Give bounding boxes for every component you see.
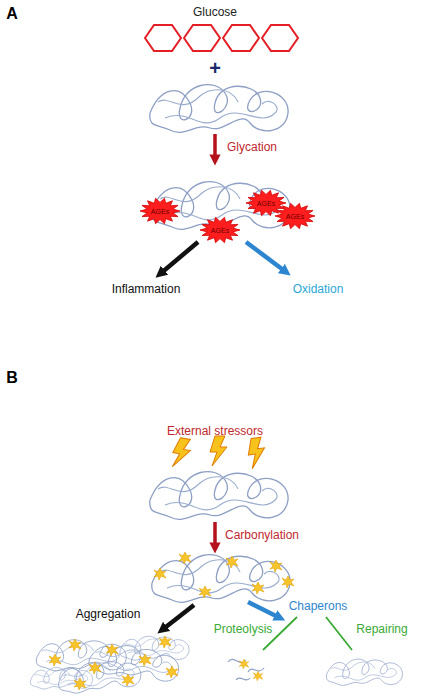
- carbonyl-spot: [139, 654, 151, 666]
- protein-aggregate: [30, 636, 189, 695]
- carbonyl-spot: [226, 556, 238, 568]
- carbonyl-spot: [106, 644, 118, 656]
- carbonyl-spot: [49, 654, 61, 666]
- starburst-shape: [275, 203, 315, 228]
- carbonyl-spot: [282, 576, 294, 588]
- chaperone-arrow: [248, 602, 280, 618]
- stressor-bolt: [210, 436, 227, 466]
- carbonyl-spots: [154, 552, 294, 598]
- process-label: Glycation: [227, 141, 277, 154]
- outcome-label: Inflammation: [112, 283, 181, 296]
- glycation-arrow: [213, 134, 217, 160]
- carbonyl-spot: [74, 678, 86, 690]
- carbonylated-protein: [152, 555, 290, 603]
- carbonyl-spot: [166, 666, 178, 678]
- aggregated-protein: [120, 636, 189, 660]
- molecule-label: Glucose: [193, 6, 237, 19]
- inflammation-arrow: [160, 242, 198, 274]
- ages-label: AGEs: [140, 198, 180, 224]
- ages-burst: AGEs: [200, 217, 240, 243]
- peptide-fragment: [236, 678, 250, 680]
- ages-label: AGEs: [275, 203, 315, 229]
- carbonyl-spot: [253, 671, 263, 681]
- carbonyl-spot: [69, 639, 81, 651]
- peptide-fragments: [228, 659, 264, 681]
- aggregated-protein: [57, 658, 143, 695]
- process-label: Carbonylation: [225, 529, 299, 542]
- outcome-label: Oxidation: [293, 283, 344, 296]
- carbonyl-spot: [159, 636, 171, 648]
- ages-burst: AGEs: [140, 198, 180, 224]
- carbonyl-spot: [252, 582, 264, 594]
- ages-burst: AGEs: [275, 203, 315, 229]
- glucose-hexagon: [223, 25, 259, 51]
- repaired-protein: [326, 659, 402, 685]
- native-protein: [150, 472, 288, 520]
- glucose-hexagons: [145, 25, 298, 51]
- outcome-label: Chaperons: [289, 600, 348, 613]
- starburst-shape: [200, 217, 240, 242]
- carbonyl-spot: [239, 659, 249, 669]
- aggregation-arrow: [162, 605, 194, 630]
- carbonyl-spot: [270, 560, 282, 572]
- stressor-bolt: [246, 437, 267, 469]
- outcome-label: Repairing: [356, 623, 407, 636]
- carbonyl-spot: [199, 586, 211, 598]
- stressor-bolt: [170, 437, 192, 469]
- carbonyl-spot: [89, 662, 101, 674]
- glucose-hexagon: [145, 25, 181, 51]
- peptide-fragment: [248, 668, 264, 672]
- native-protein: [150, 85, 288, 133]
- outcome-label: Proteolysis: [214, 623, 273, 636]
- glucose-hexagon: [184, 25, 220, 51]
- carbonyl-spot: [122, 674, 134, 686]
- repairing-line: [326, 617, 352, 650]
- carbonyl-spot: [179, 552, 191, 564]
- panel-letter: B: [6, 369, 18, 387]
- plus-sign: +: [209, 57, 221, 79]
- outcome-label: Aggregation: [76, 608, 141, 621]
- glucose-hexagon: [262, 25, 298, 51]
- ages-label: AGEs: [200, 217, 240, 243]
- stressor-label: External stressors: [167, 425, 263, 438]
- carbonyl-spot: [154, 568, 166, 580]
- oxidation-arrow: [246, 242, 286, 272]
- starburst-shape: [140, 198, 180, 223]
- carbonylation-arrow: [213, 522, 217, 548]
- panel-letter: A: [6, 5, 18, 23]
